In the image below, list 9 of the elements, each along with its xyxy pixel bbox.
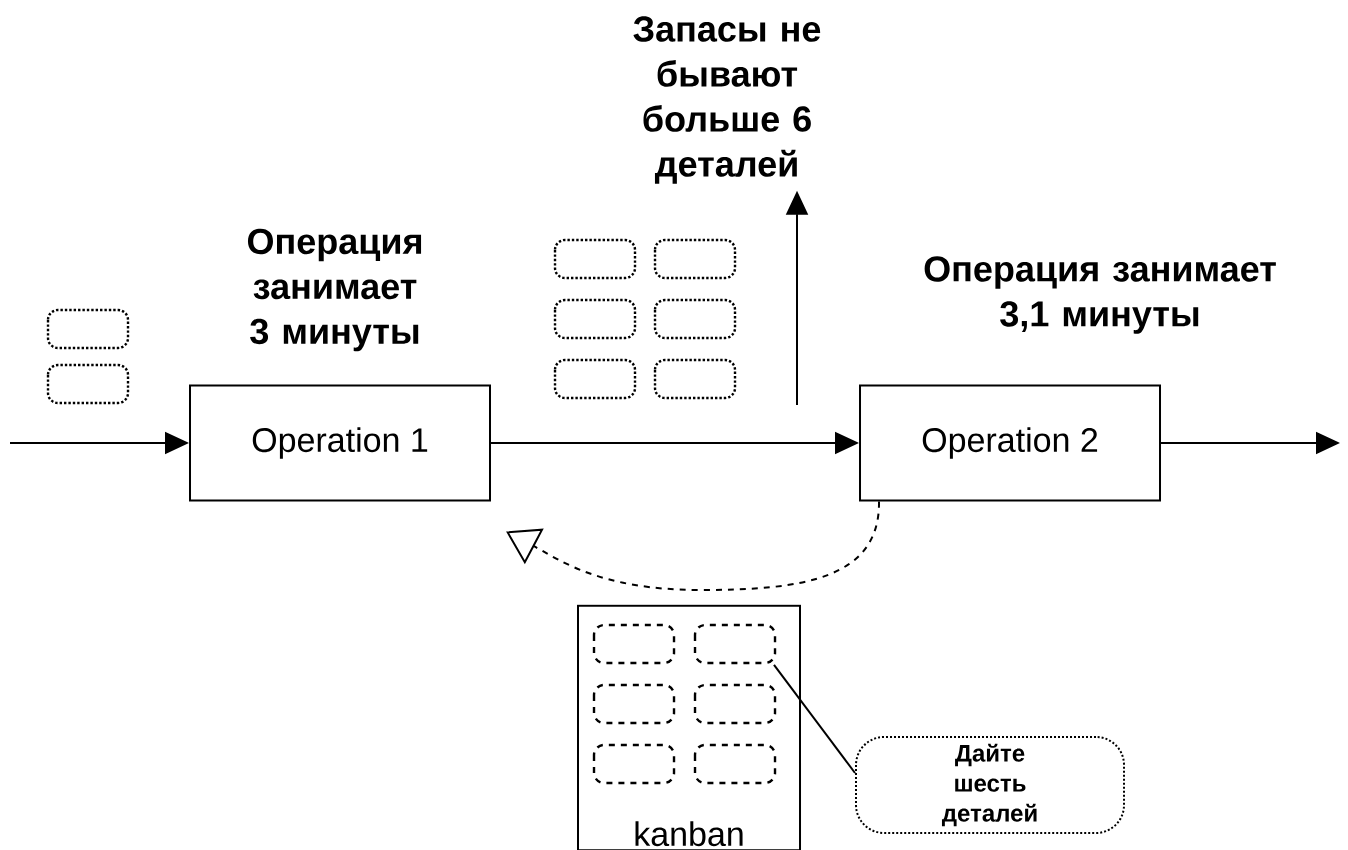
step-caption: Операция занимает 3,1 минуты: [924, 256, 1276, 334]
process-box: Operation 1: [189, 384, 491, 502]
leader-line: [773, 663, 856, 774]
kanban-card: kanban: [577, 604, 801, 850]
process-box: Operation 2: [859, 384, 1161, 502]
step-caption: Операция занимает 3 минуты: [247, 228, 422, 352]
bare-text: Запасы не бывают больше 6 деталей: [633, 16, 821, 184]
callout-bubble: Дайте шесть деталей: [855, 736, 1125, 834]
arrow: [506, 500, 880, 591]
